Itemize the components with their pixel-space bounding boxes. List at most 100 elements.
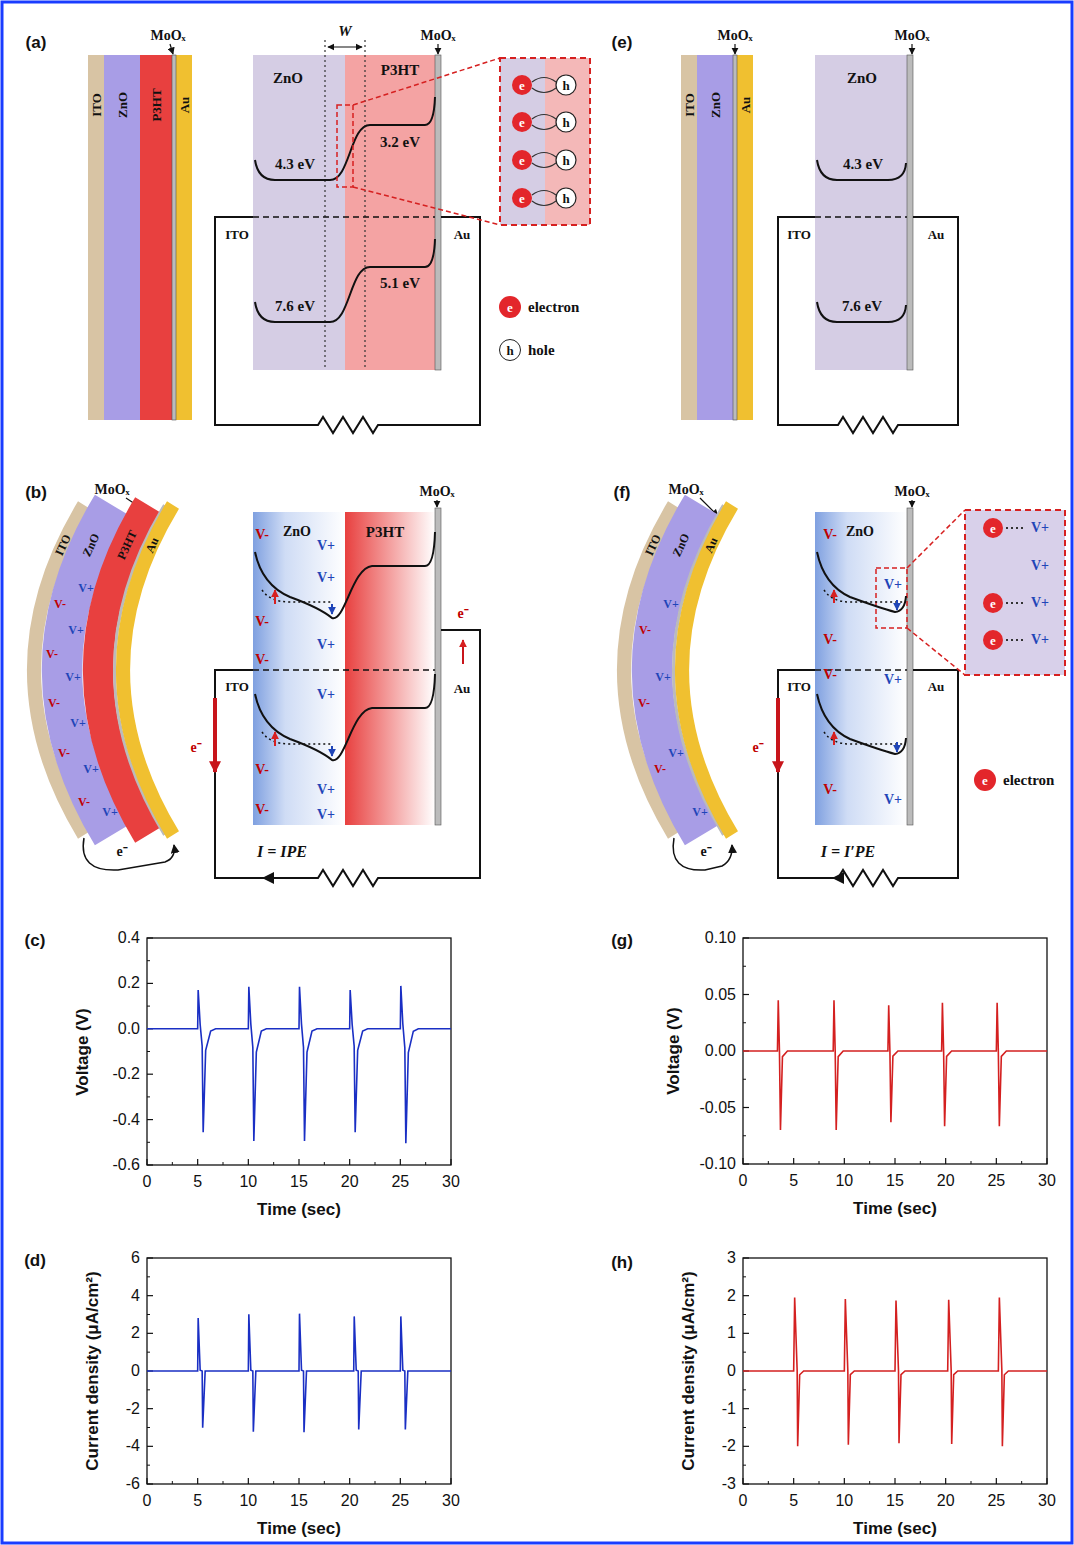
chart-axes xyxy=(743,1107,749,1108)
zoom-lines xyxy=(353,187,500,225)
chart-axes xyxy=(793,1158,794,1164)
tick-label: -1 xyxy=(722,1401,736,1417)
chart-axes xyxy=(146,1159,147,1165)
pointer-arrow xyxy=(911,500,912,507)
annotation-label: V+ xyxy=(102,806,118,818)
device-layer: P3HT xyxy=(140,55,172,420)
depletion-boundary xyxy=(324,40,325,370)
chart-axes xyxy=(147,1295,153,1296)
tick-label: 5 xyxy=(789,1493,798,1509)
width-arrow xyxy=(328,46,362,47)
pointer-arrow xyxy=(126,44,912,516)
pointer-arrow xyxy=(734,44,735,54)
shape-fill xyxy=(697,55,733,420)
tick-label: 5 xyxy=(789,1173,798,1189)
shape-fill xyxy=(253,512,345,825)
band-region: P3HT3.2 eV5.1 eV xyxy=(345,55,435,370)
chart-axes xyxy=(147,1074,153,1075)
coulomb-dots xyxy=(1006,528,1026,640)
electron-flow-arrow xyxy=(776,698,780,772)
chart-axes xyxy=(147,938,451,1165)
chart-axes xyxy=(425,1162,426,1165)
legend-label: hole xyxy=(528,343,555,358)
node-label: P3HT xyxy=(150,88,163,121)
node-label: Au xyxy=(739,97,752,114)
chart-axes xyxy=(147,1006,150,1007)
panel-label: (e) xyxy=(612,34,633,51)
chart-axes xyxy=(971,1161,972,1164)
chart-axes xyxy=(147,1257,153,1258)
annotation-label: MoOₓ xyxy=(419,485,454,499)
tick-label: 0 xyxy=(727,1363,736,1379)
chart-axes xyxy=(349,1478,350,1484)
annotation-label: V- xyxy=(48,697,60,709)
node-label: V- xyxy=(255,615,269,629)
tick-label: -2 xyxy=(722,1438,736,1454)
node-label: ZnO xyxy=(283,525,311,539)
shape-fill xyxy=(88,55,1065,825)
chart-axes xyxy=(743,1427,746,1428)
device-layer: ITO xyxy=(681,55,697,420)
band-region: P3HT xyxy=(345,512,435,825)
chart-axes xyxy=(147,983,153,984)
annotation-label: e⁻ xyxy=(700,845,711,859)
electron-flow-arrow xyxy=(462,640,464,664)
chart-axes xyxy=(147,1446,153,1447)
tick-label: 2 xyxy=(131,1325,140,1341)
chart-axes xyxy=(743,1163,749,1164)
electron-loop xyxy=(83,838,174,870)
node-label: V+ xyxy=(317,688,335,702)
annotation-label: MoOₓ xyxy=(420,29,455,43)
chart-axes xyxy=(273,1162,274,1165)
annotation-label: V+ xyxy=(70,717,86,729)
node-label: 4.3 eV xyxy=(275,157,315,172)
shape-fill xyxy=(512,188,532,208)
annotation-label: h xyxy=(506,344,513,357)
chart-axes xyxy=(146,1478,147,1484)
current-direction xyxy=(832,872,844,884)
band-edge xyxy=(817,694,906,754)
chart-axes xyxy=(450,1159,451,1165)
panel-label: (d) xyxy=(24,1252,46,1269)
fermi-level xyxy=(253,216,435,218)
pointer-arrow xyxy=(436,500,437,507)
electron-loop xyxy=(83,838,732,870)
shape-fill xyxy=(176,55,192,420)
annotation-label: V+ xyxy=(663,598,679,610)
tick-label: 10 xyxy=(835,1493,853,1509)
chart-axes xyxy=(450,1478,451,1484)
electron-circle: e xyxy=(512,188,532,208)
node-label: ITO xyxy=(90,93,103,117)
fermi-level xyxy=(253,217,907,670)
tick-label: -0.10 xyxy=(700,1156,736,1172)
axis-title: Voltage (V) xyxy=(74,1008,91,1096)
node-label: e xyxy=(519,154,525,167)
chart-axes xyxy=(743,1333,749,1334)
annotation-label: Au xyxy=(454,682,471,695)
chart-axes xyxy=(743,994,749,995)
annotation-label: Au xyxy=(454,228,471,241)
chart-axes xyxy=(819,1161,820,1164)
signal-trace xyxy=(147,1314,451,1433)
zoom-inset: V+V+V+V+eee xyxy=(965,510,1065,675)
electron-circle: e xyxy=(983,593,1003,613)
band-edge xyxy=(255,97,435,180)
electron-flow-arrow xyxy=(215,640,778,772)
tick-label: 1 xyxy=(727,1325,736,1341)
annotation-label: V+ xyxy=(655,671,671,683)
annotation-label: V- xyxy=(46,648,58,660)
tick-label: 0 xyxy=(739,1173,748,1189)
chart-axes xyxy=(425,1481,426,1484)
shape-fill xyxy=(512,75,532,95)
annotation-label: MoOₓ xyxy=(894,485,929,499)
annotation-label: e⁻ xyxy=(457,607,468,621)
panel-label: (h) xyxy=(611,1254,633,1271)
node-label: V+ xyxy=(317,808,335,822)
chart-axes xyxy=(172,1162,173,1165)
band-edge xyxy=(274,590,276,604)
signal-trace xyxy=(147,986,451,1143)
chart-axes xyxy=(743,1295,749,1296)
exciton-bond xyxy=(532,153,556,168)
node-label: e xyxy=(519,79,525,92)
shape-fill xyxy=(512,112,532,132)
